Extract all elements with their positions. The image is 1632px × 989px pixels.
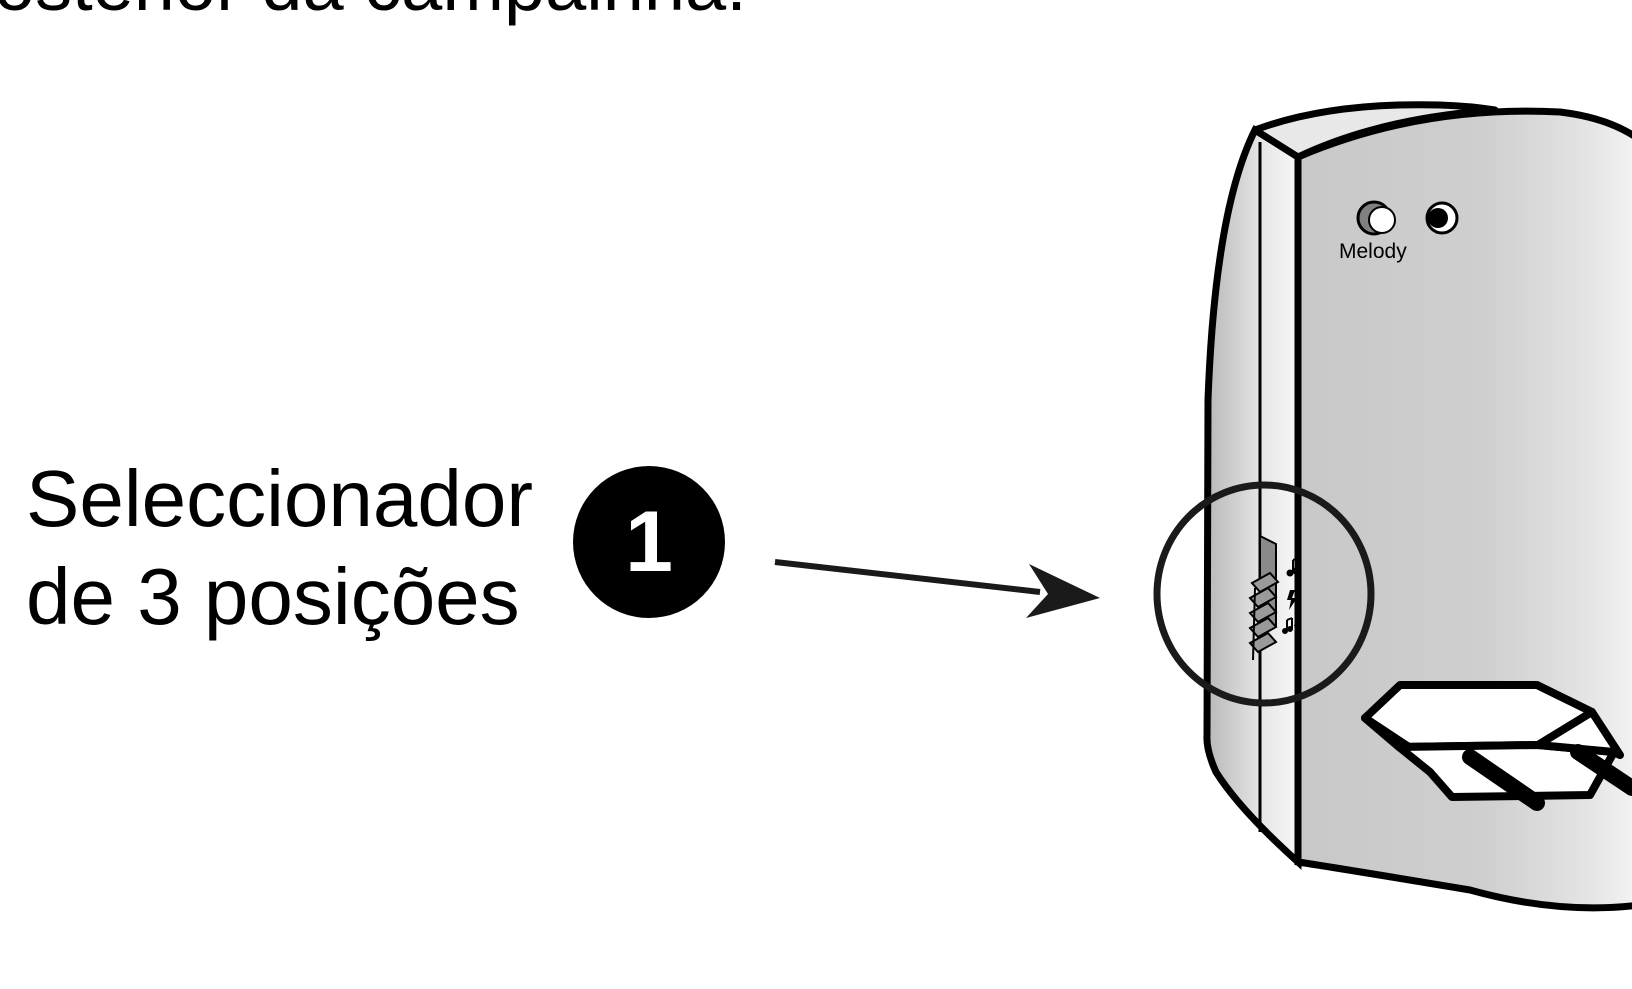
callout-label-line1: Seleccionador [26,454,533,543]
callout-label-line2: de 3 posições [26,552,520,641]
melody-button [1356,200,1396,236]
three-position-selector-switch [1248,534,1280,661]
note-bolt-icon [1282,617,1301,634]
device-side-panel [1203,124,1302,870]
selector-callout-label: Seleccionador de 3 posições [26,450,533,646]
bolt-icon [1287,590,1297,610]
led-indicator [1425,201,1459,235]
callout-arrow [774,559,1100,618]
heading-fragment: osterior da campainha. [0,0,747,22]
device-top-rim [1251,101,1499,161]
power-plug [1361,681,1632,811]
melody-label: Melody [1339,240,1407,263]
step-number-badge: 1 [573,466,725,618]
note-icon [1286,557,1300,577]
selector-highlight-circle [1153,481,1375,707]
